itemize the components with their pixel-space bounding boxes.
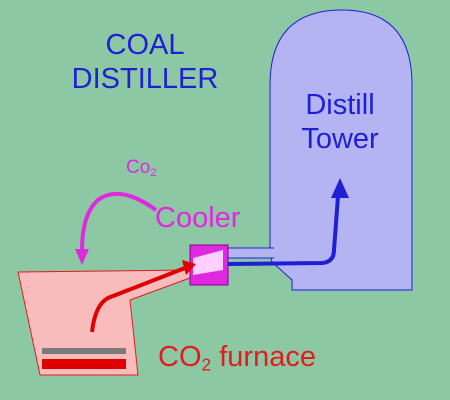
- furnace-label-tail: furnace: [211, 341, 316, 373]
- furnace-flow-arrowhead: [182, 260, 196, 275]
- cooler-label: Cooler: [155, 202, 241, 234]
- co2-return-arrow: [80, 192, 158, 251]
- furnace-flow-arrow: [90, 266, 186, 333]
- title-line-2: DISTILLER: [71, 63, 219, 95]
- co2-loop-label: Co2: [126, 158, 157, 179]
- co2-loop-label-main: Co: [126, 157, 151, 178]
- furnace-label-sub: 2: [201, 354, 212, 375]
- furnace-label: CO2 furnace: [158, 343, 316, 374]
- cooler-tower-pipe: [228, 248, 274, 258]
- diagram-title: COAL DISTILLER: [60, 28, 230, 96]
- co2-loop-label-sub: 2: [150, 166, 157, 179]
- furnace-label-main: CO: [158, 341, 202, 373]
- tower-label: Distill Tower: [270, 88, 410, 156]
- distill-tower: [269, 9, 413, 291]
- title-line-1: COAL: [105, 29, 185, 61]
- distill-flow-arrow: [227, 195, 340, 266]
- tower-label-line-2: Tower: [301, 123, 379, 155]
- co2-return-arrowhead: [75, 249, 89, 265]
- cooler-window: [193, 250, 223, 275]
- furnace-grate: [42, 348, 126, 354]
- furnace-burner: [42, 359, 126, 369]
- tower-label-line-1: Distill: [305, 89, 375, 121]
- distill-flow-arrowhead: [331, 178, 349, 198]
